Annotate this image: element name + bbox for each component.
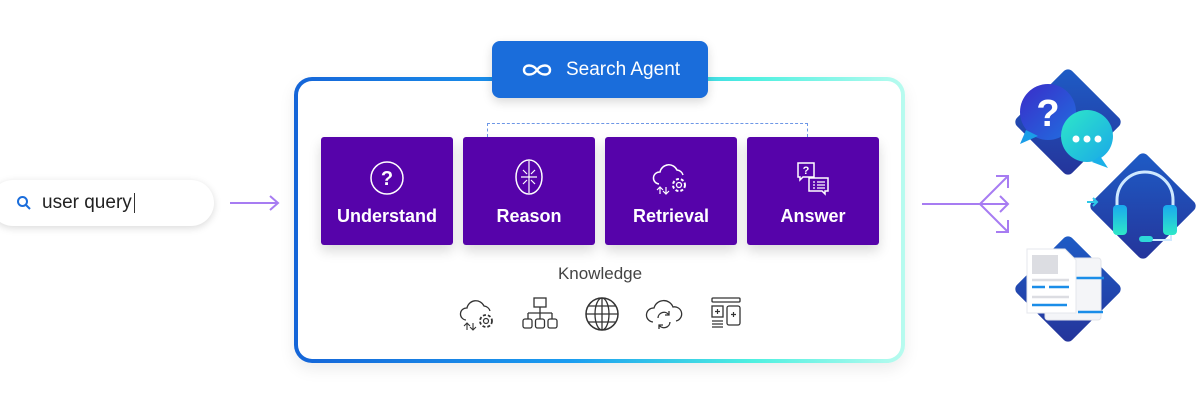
step-label: Retrieval <box>632 206 710 226</box>
documents-output <box>1012 233 1124 345</box>
step-label: Answer <box>780 206 846 226</box>
knowledge-sources <box>458 296 746 332</box>
reason-answer-loop-connector <box>487 123 808 137</box>
search-agent-badge: Search Agent <box>492 41 708 98</box>
step-reason: Reason <box>463 137 595 245</box>
cloud-gear-icon <box>459 300 493 331</box>
svg-text:?: ? <box>381 168 393 190</box>
chat-question-output: ? <box>1012 66 1124 178</box>
step-label: Reason <box>496 206 562 226</box>
cloud-gear-icon <box>652 164 686 195</box>
step-label: Understand <box>336 206 437 226</box>
step-retrieval: Retrieval <box>605 137 737 245</box>
documents-icon <box>1026 248 1104 321</box>
brain-icon <box>515 159 543 195</box>
chat-question-icon: ? <box>1020 84 1113 168</box>
knowledge-label: Knowledge <box>557 264 643 283</box>
headset-icon <box>1087 170 1177 242</box>
chat-list-icon: ? <box>797 162 829 196</box>
svg-text:?: ? <box>803 165 810 177</box>
arrow-right-icon <box>230 195 280 211</box>
headset-output <box>1087 150 1199 262</box>
infinity-icon <box>522 63 552 76</box>
globe-icon <box>585 297 619 331</box>
search-icon <box>17 196 31 210</box>
query-text: user query <box>42 192 132 213</box>
layout-add-icon <box>711 297 741 328</box>
agent-label: Search Agent <box>565 58 681 80</box>
svg-text:?: ? <box>1036 93 1059 135</box>
step-understand: ? Understand <box>321 137 453 245</box>
branch-arrows-icon <box>922 175 1010 233</box>
user-query-input[interactable]: user query <box>0 180 214 226</box>
hierarchy-icon <box>522 297 558 329</box>
question-circle-icon: ? <box>370 161 404 195</box>
cloud-sync-icon <box>645 299 683 329</box>
step-answer: ? Answer <box>747 137 879 245</box>
